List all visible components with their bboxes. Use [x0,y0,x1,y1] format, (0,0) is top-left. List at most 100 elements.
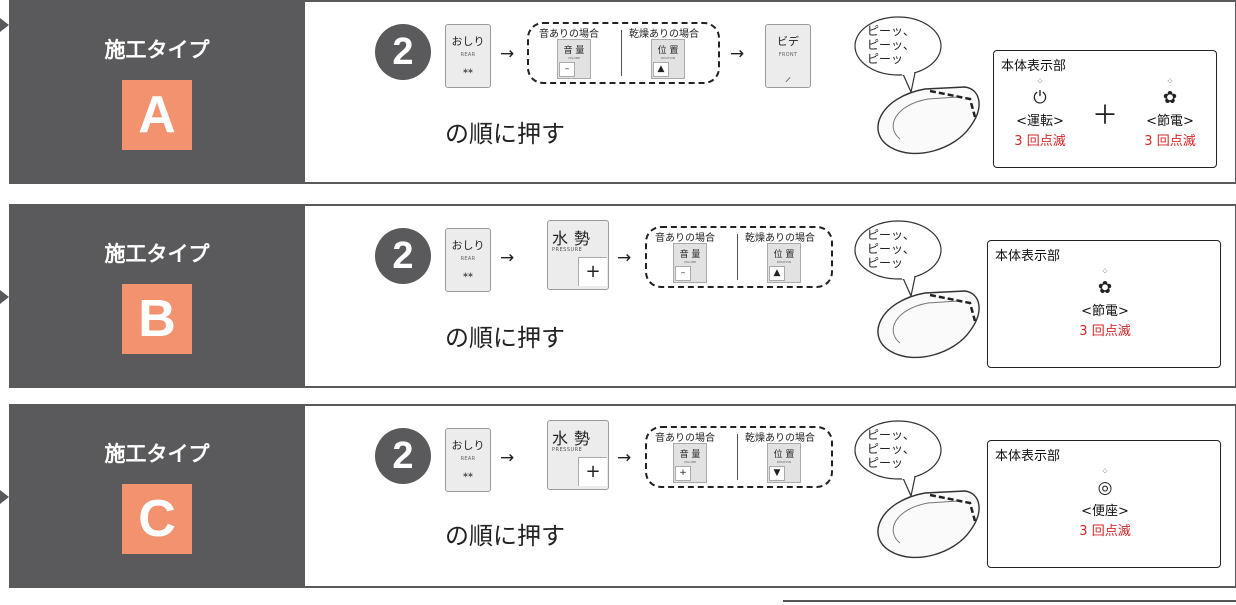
dryer-caption: 乾燥ありの場合 [629,29,699,40]
type-badge: B [122,284,192,354]
position-label: 位 置 [773,450,795,460]
rear-button-en: REAR [460,256,476,262]
operation-indicator: ⁘ ⏻ <運転> 3 回点滅 [1002,77,1078,149]
divider [621,30,622,76]
volume-label: 音 量 [679,450,701,460]
blink-spark-icon: ⁘ [1101,467,1109,477]
type-badge: C [122,484,192,554]
blink-count: 3 回点滅 [1014,134,1066,149]
pressure-en: PRESSURE [552,247,583,253]
position-en: POSITION [776,460,792,464]
position-button: 位 置 POSITION ▲ [651,39,685,79]
divider [737,434,738,480]
toilet-seat-icon [877,290,980,359]
row-type-c: 施工タイプ C 2 おしり REAR ᕯ → 水 勢 PRESSURE + → … [0,404,1236,588]
arrow-icon: → [730,44,745,64]
indicator-name: <運転> [1016,114,1064,129]
panel-title: 本体表示部 [995,449,1061,464]
beep-speech-bubble: ピーッ、 ピーッ、 ピーッ [853,418,949,498]
rear-button-en: REAR [460,52,476,58]
type-label: 施工タイプ [104,242,210,266]
rear-button-label: おしり [451,439,485,452]
pressure-en: PRESSURE [552,447,583,453]
rear-button: おしり REAR ᕯ [445,428,491,492]
front-icon: ⸝ [784,70,792,85]
type-column: 施工タイプ B [9,204,305,388]
seat-indicator: ⁘ ◎ <便座> 3 回点滅 [1067,467,1143,539]
front-button-label: ビデ [777,35,799,48]
pressure-button: 水 勢 PRESSURE + [547,420,609,490]
arrow-icon: → [617,448,632,468]
dryer-caption: 乾燥ありの場合 [745,233,815,244]
leaf-icon: ✿ [1162,88,1178,108]
volume-key: – [559,62,575,77]
volume-label: 音 量 [563,46,585,56]
main-unit-display-panel: 本体表示部 ⁘ ✿ <節電> 3 回点滅 [987,240,1221,368]
optional-buttons-box: 音ありの場合 乾燥ありの場合 音 量 VOLUME – 位 置 POSITION… [645,226,833,288]
row-marker-arrow [0,290,9,304]
beep-text: ピーッ、 ピーッ、 ピーッ [867,428,915,470]
blink-spark-icon: ⁘ [1166,77,1174,87]
volume-en: VOLUME [683,260,697,264]
front-button-en: FRONT [778,52,798,58]
power-icon: ⏻ [1033,88,1047,108]
indicator-name: <節電> [1146,114,1194,129]
pressure-button: 水 勢 PRESSURE + [547,220,609,290]
rear-button-label: おしり [451,35,485,48]
arrow-icon: → [500,44,515,64]
volume-button: 音 量 VOLUME – [557,39,591,79]
position-key: ▼ [769,466,785,481]
position-en: POSITION [776,260,792,264]
volume-label: 音 量 [679,250,701,260]
seat-icon: ◎ [1097,478,1113,498]
instruction-area: 2 おしり REAR ᕯ → 水 勢 PRESSURE + → 音ありの場合 乾… [305,204,1236,388]
volume-en: VOLUME [683,460,697,464]
toilet-seat-icon [877,490,980,559]
front-button: ビデ FRONT ⸝ [765,24,811,88]
position-label: 位 置 [773,250,795,260]
instruction-area: 2 おしり REAR ᕯ → 水 勢 PRESSURE + → 音ありの場合 乾… [305,404,1236,588]
bottom-rule [783,600,1236,602]
optional-buttons-box: 音ありの場合 乾燥ありの場合 音 量 VOLUME + 位 置 POSITION… [645,426,833,488]
rear-button-label: おしり [451,239,485,252]
plus-sign: ＋ [1092,101,1119,131]
arrow-icon: → [617,248,632,268]
arrow-icon: → [500,248,515,268]
pressure-label-1: 水 [552,229,569,248]
volume-en: VOLUME [567,56,581,60]
press-order-text: の順に押す [445,120,565,148]
beep-speech-bubble: ピーッ、 ピーッ、 ピーッ [853,14,949,94]
rear-button-en: REAR [460,456,476,462]
main-unit-display-panel: 本体表示部 ⁘ ⏻ <運転> 3 回点滅 ＋ ⁘ ✿ <節電> 3 回点滅 [993,50,1217,168]
step-number: 2 [375,428,431,484]
pressure-plus-key: + [578,457,607,486]
position-label: 位 置 [657,46,679,56]
row-marker-arrow [0,18,9,32]
beep-text: ピーッ、 ピーッ、 ピーッ [867,24,915,66]
leaf-icon: ✿ [1097,278,1113,298]
power-save-indicator: ⁘ ✿ <節電> 3 回点滅 [1067,267,1143,339]
rear-icon: ᕯ [462,67,474,82]
blink-count: 3 回点滅 [1079,324,1131,339]
type-column: 施工タイプ C [9,404,305,588]
pressure-label-2: 勢 [574,429,591,448]
blink-spark-icon: ⁘ [1036,77,1044,87]
sound-caption: 音ありの場合 [539,29,599,40]
position-key: ▲ [769,266,785,281]
sound-caption: 音ありの場合 [655,433,715,444]
type-column: 施工タイプ A [9,0,305,184]
instruction-area: 2 おしり REAR ᕯ → 音ありの場合 乾燥ありの場合 音 量 VOLUME… [305,0,1236,184]
type-label: 施工タイプ [104,38,210,62]
dryer-caption: 乾燥ありの場合 [745,433,815,444]
row-marker-arrow [0,490,9,504]
rear-icon: ᕯ [462,271,474,286]
panel-title: 本体表示部 [995,249,1061,264]
press-order-text: の順に押す [445,522,565,550]
volume-key: + [675,466,691,481]
panel-title: 本体表示部 [1001,59,1067,74]
rear-button: おしり REAR ᕯ [445,24,491,88]
step-number: 2 [375,24,431,80]
power-save-indicator: ⁘ ✿ <節電> 3 回点滅 [1132,77,1208,149]
main-unit-display-panel: 本体表示部 ⁘ ◎ <便座> 3 回点滅 [987,440,1221,568]
pressure-label-2: 勢 [574,229,591,248]
